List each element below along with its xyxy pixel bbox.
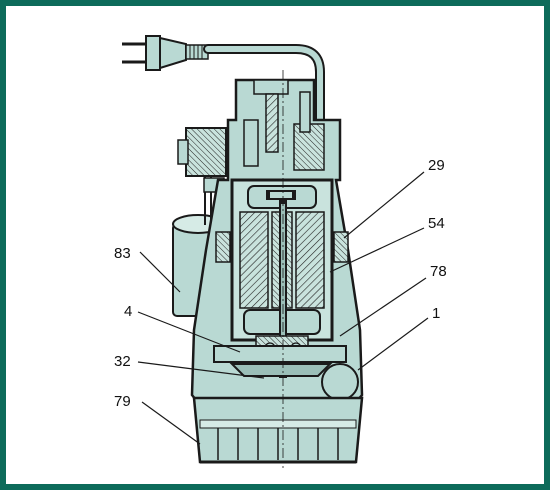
impeller <box>229 363 333 377</box>
impeller-chamber <box>213 345 347 363</box>
leader-83 <box>139 251 181 293</box>
leader-79 <box>141 401 201 445</box>
callout-29: 29 <box>428 157 445 174</box>
leader-4 <box>137 311 241 353</box>
leader-29 <box>343 171 425 239</box>
leader-32 <box>137 361 265 379</box>
discharge-port <box>321 363 359 401</box>
leader-78 <box>339 277 427 337</box>
callout-79: 79 <box>114 393 131 410</box>
leader-1 <box>357 317 429 371</box>
power-plug <box>122 35 209 71</box>
callout-32: 32 <box>114 353 131 370</box>
callout-4: 4 <box>124 303 132 320</box>
callout-54: 54 <box>428 215 445 232</box>
callout-83: 83 <box>114 245 131 262</box>
callout-78: 78 <box>430 263 447 280</box>
leader-54 <box>329 227 425 273</box>
callout-1: 1 <box>432 305 440 322</box>
